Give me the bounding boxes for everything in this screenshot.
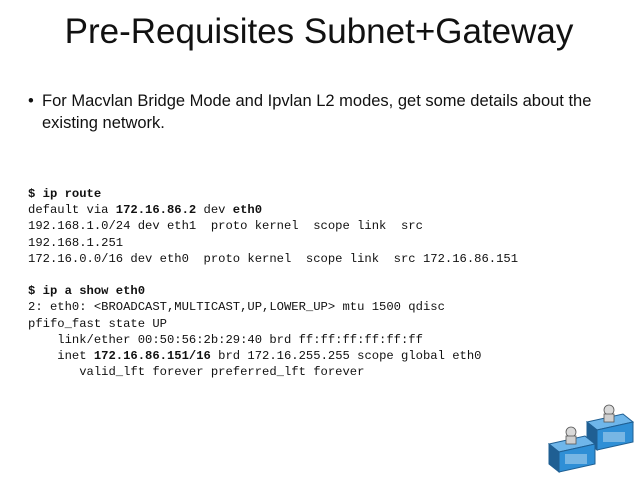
code-text: brd 172.16.255.255 scope global eth0 xyxy=(210,348,482,363)
code-line-valid-lft: valid_lft forever preferred_lft forever xyxy=(28,365,365,380)
slide-title: Pre-Requisites Subnet+Gateway xyxy=(64,12,574,51)
code-device-name: eth0 xyxy=(232,203,263,218)
code-line-default-route: default via 172.16.86.2 dev eth0 xyxy=(28,202,628,218)
code-inet-address: 172.16.86.151/16 xyxy=(93,348,211,363)
bullet-list: • For Macvlan Bridge Mode and Ipvlan L2 … xyxy=(28,90,618,134)
figure-front xyxy=(565,426,577,445)
code-line-route-eth1: 192.168.1.0/24 dev eth1 proto kernel sco… xyxy=(28,219,423,234)
code-block: $ ip route default via 172.16.86.2 dev e… xyxy=(28,186,628,380)
bullet-item: • For Macvlan Bridge Mode and Ipvlan L2 … xyxy=(28,90,618,134)
code-text: inet xyxy=(28,348,94,363)
bullet-text: For Macvlan Bridge Mode and Ipvlan L2 mo… xyxy=(42,92,592,132)
code-line-route-eth1-src: 192.168.1.251 xyxy=(28,235,124,250)
container-logo-icon xyxy=(547,404,635,474)
container-box-front xyxy=(547,435,597,474)
code-text: default via xyxy=(28,203,116,218)
code-blank-line xyxy=(28,267,628,283)
code-line-route-eth0: 172.16.0.0/16 dev eth0 proto kernel scop… xyxy=(28,251,519,266)
code-text: dev xyxy=(196,203,233,218)
code-line-inet: inet 172.16.86.151/16 brd 172.16.255.255… xyxy=(28,348,628,364)
code-line-interface: 2: eth0: <BROADCAST,MULTICAST,UP,LOWER_U… xyxy=(28,300,445,315)
code-line-link-ether: link/ether 00:50:56:2b:29:40 brd ff:ff:f… xyxy=(28,332,423,347)
code-gateway-ip: 172.16.86.2 xyxy=(115,203,197,218)
code-line-qdisc-state: pfifo_fast state UP xyxy=(28,316,167,331)
figure-back xyxy=(603,404,615,423)
code-command-ip-route: $ ip route xyxy=(28,187,102,201)
bullet-dot: • xyxy=(28,92,34,110)
code-command-ip-a: $ ip a show eth0 xyxy=(28,284,146,299)
